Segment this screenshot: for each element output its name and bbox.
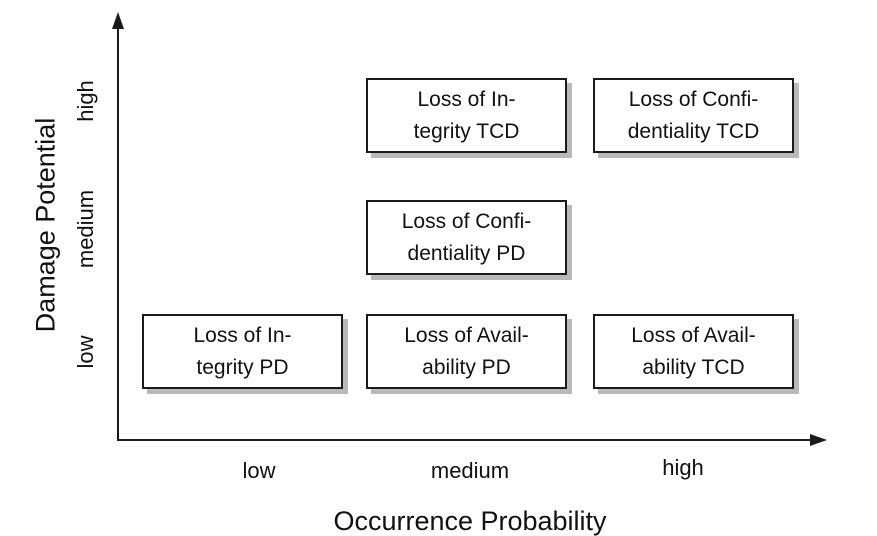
box-label-line: Loss of In- bbox=[193, 323, 292, 347]
box-label-line: dentiality PD bbox=[407, 241, 526, 265]
box-label-line: ability TCD bbox=[642, 355, 745, 379]
box-loss-of-availability-pd: Loss of Avail- ability PD bbox=[366, 314, 567, 389]
box-label-line: Loss of Avail- bbox=[631, 323, 756, 347]
y-axis-title: Damage Potential bbox=[30, 117, 61, 333]
x-tick-high: high bbox=[662, 455, 704, 480]
box-label-line: dentiality TCD bbox=[627, 119, 760, 143]
y-axis-arrow-up-icon bbox=[112, 12, 124, 29]
x-axis-arrow-right-icon bbox=[810, 434, 827, 446]
box-label-line: Loss of Avail- bbox=[404, 323, 529, 347]
y-tick-low: low bbox=[73, 335, 98, 369]
x-tick-medium: medium bbox=[430, 458, 510, 483]
box-label-line: Loss of Confi- bbox=[628, 87, 759, 111]
box-loss-of-confidentiality-tcd: Loss of Confi- dentiality TCD bbox=[593, 78, 794, 153]
x-tick-low: low bbox=[242, 458, 276, 483]
x-axis-title: Occurrence Probability bbox=[333, 506, 607, 536]
y-tick-medium: medium bbox=[73, 189, 98, 269]
box-label-line: ability PD bbox=[422, 355, 511, 379]
box-label-line: tegrity PD bbox=[196, 355, 289, 379]
box-loss-of-confidentiality-pd: Loss of Confi- dentiality PD bbox=[366, 200, 567, 275]
x-axis-line bbox=[117, 439, 813, 441]
y-axis-line bbox=[117, 22, 119, 441]
box-label-line: Loss of Confi- bbox=[401, 209, 532, 233]
box-loss-of-availability-tcd: Loss of Avail- ability TCD bbox=[593, 314, 794, 389]
box-label-line: tegrity TCD bbox=[413, 119, 520, 143]
y-tick-high: high bbox=[73, 80, 98, 122]
box-loss-of-integrity-tcd: Loss of In- tegrity TCD bbox=[366, 78, 567, 153]
box-label-line: Loss of In- bbox=[417, 87, 516, 111]
box-loss-of-integrity-pd: Loss of In- tegrity PD bbox=[142, 314, 343, 389]
